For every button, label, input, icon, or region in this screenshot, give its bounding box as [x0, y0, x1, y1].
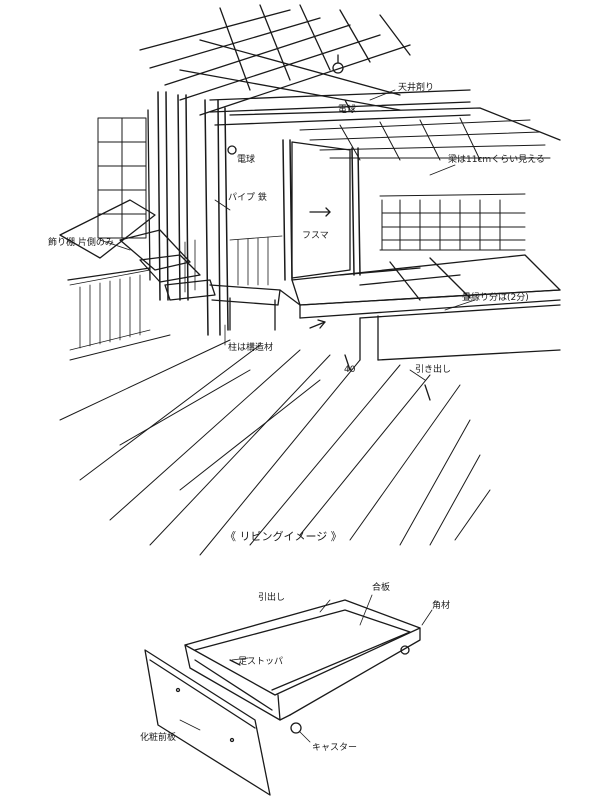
post-note: 柱は構造材: [228, 341, 273, 353]
drawer-note: 引き出し: [415, 363, 451, 375]
shelf-note: 飾り棚 片側のみ: [48, 236, 114, 248]
left-wall-edge: [67, 109, 151, 281]
light-1-label: 電球: [338, 103, 356, 115]
leader-lines: [99, 89, 476, 381]
caster-icon: [290, 645, 410, 734]
fusuma-door: [291, 141, 351, 279]
front-panel-label: 化粧前板: [140, 731, 176, 743]
ceiling-note: 天井剤り: [398, 81, 434, 93]
display-shelf: [59, 199, 216, 301]
fusuma-label: フスマ: [302, 231, 329, 241]
tatami-edge-note: 畳縁り分は(2分): [462, 291, 529, 303]
right-window: [379, 193, 526, 251]
main-beam: [209, 89, 561, 141]
light-bulb-2-icon: [227, 145, 237, 155]
tatami-platform: [279, 254, 561, 401]
sketch-caption: 《 リビングイメージ 》: [225, 529, 342, 543]
drawer-title: 引出し: [258, 591, 285, 603]
beam-note: 梁は11cmくらい見える: [448, 153, 545, 165]
entry-step: [209, 284, 281, 331]
light-bulb-icon: [332, 54, 351, 111]
light-2-label: 電球: [237, 153, 255, 165]
ceiling-rafters: [139, 4, 411, 116]
living-room-perspective: [59, 4, 561, 556]
corner-post-label: 角材: [432, 599, 450, 611]
plywood-label: 合板: [372, 581, 390, 593]
drawer-labels: 引出し 合板 角材 足ストッパ 化粧前板 キャスター: [140, 581, 450, 753]
left-wainscot: [69, 235, 283, 351]
caster-label: キャスター: [312, 742, 357, 753]
left-window: [97, 117, 147, 239]
pipe-note: パイプ 鉄: [228, 191, 267, 203]
floor-boards: [59, 334, 491, 556]
living-room-labels: 天井剤り 電球 梁は11cmくらい見える 電球 パイプ 鉄 飾り棚 片側のみ フ…: [48, 81, 545, 543]
height-mark: 40: [344, 365, 356, 375]
right-ceiling: [299, 117, 551, 161]
slide-rail-label: 足ストッパ: [238, 656, 283, 667]
drawer-detail: [144, 594, 433, 796]
